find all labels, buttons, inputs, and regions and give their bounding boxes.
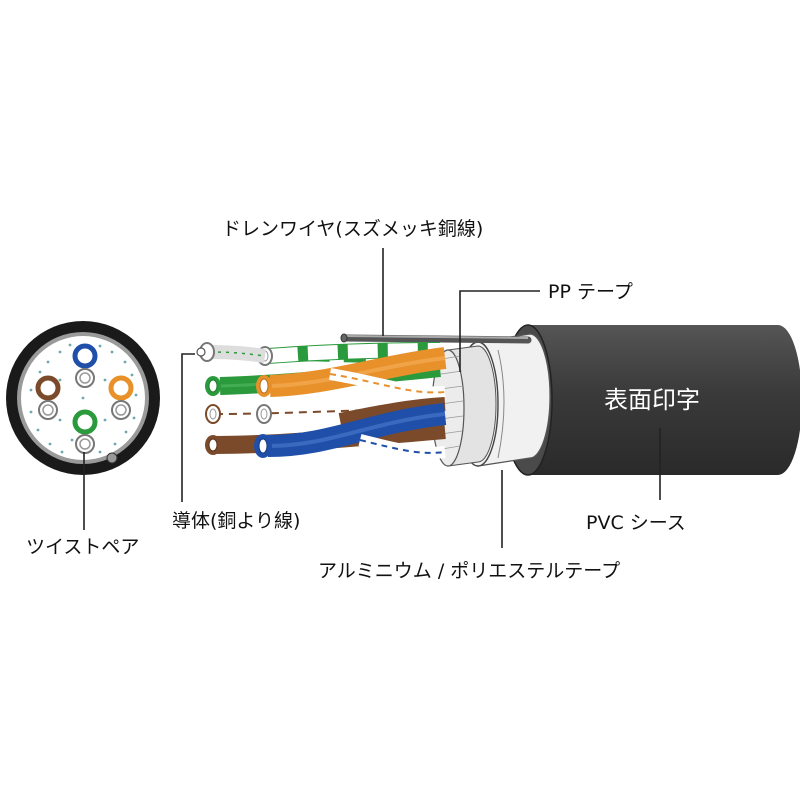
foil-tape-label: アルミニウム / ポリエステルテープ (318, 560, 621, 582)
side-view (196, 324, 800, 476)
conductor-wire (196, 342, 266, 363)
pair-blue-wire (72, 343, 98, 369)
pair-orange (256, 347, 447, 399)
cross-section (6, 321, 160, 475)
pp-tape-label: PP テープ (548, 281, 633, 303)
pair-green-wire (72, 409, 98, 435)
twisted-pair-label: ツイストペア (26, 536, 140, 558)
pair-brown-wire (35, 375, 61, 401)
conductor-label: 導体(銅より線) (172, 510, 301, 532)
cross-section-pattern (29, 343, 138, 454)
pvc-sheath-label: PVC シース (586, 512, 686, 534)
pair-blue (254, 403, 447, 459)
drain-wire-label: ドレンワイヤ(スズメッキ銅線) (222, 218, 484, 240)
drain-wire (340, 333, 532, 344)
leader-pp-tape (459, 290, 540, 372)
pair-orange-wire (108, 375, 134, 401)
leader-conductor (181, 353, 195, 502)
cross-section-drain-wire (106, 452, 118, 464)
leader-lines (83, 248, 661, 548)
pvc-sheath (528, 325, 800, 475)
surface-print-label: 表面印字 (604, 386, 700, 414)
